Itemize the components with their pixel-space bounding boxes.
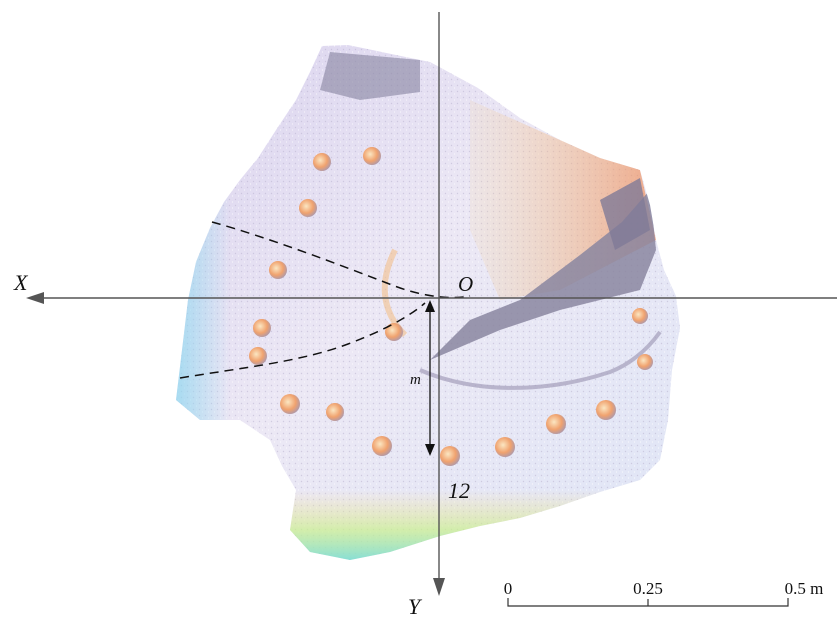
cup-mark (280, 394, 300, 414)
cup-mark (385, 323, 403, 341)
coordinate-axes (26, 12, 837, 596)
cup-mark (249, 347, 267, 365)
fracture-line-upper (211, 221, 471, 299)
measure-arrow (425, 300, 435, 456)
scale-tick-05: 0.5 m (785, 579, 824, 598)
y-axis-label: Y (408, 594, 423, 619)
cup-mark (363, 147, 381, 165)
cup-mark (299, 199, 317, 217)
cup-mark (440, 446, 460, 466)
cup-mark (495, 437, 515, 457)
measure-label: m (410, 372, 421, 388)
cup-mark (596, 400, 616, 420)
y-axis-arrowhead (433, 578, 445, 596)
cup-mark (253, 319, 271, 337)
scale-tick-025: 0.25 (633, 579, 663, 598)
cup-mark (313, 153, 331, 171)
cup-mark (326, 403, 344, 421)
scale-tick-0: 0 (504, 579, 513, 598)
x-axis-arrowhead (26, 292, 44, 304)
cup-marks (249, 147, 653, 466)
stone-relief (176, 45, 680, 560)
x-axis-label: X (13, 270, 29, 295)
origin-label: O (458, 272, 473, 296)
relief-shadow (430, 190, 656, 360)
fracture-line-lower (179, 302, 426, 379)
scale-bar: 0 0.25 0.5 m (504, 579, 824, 607)
cup-mark (637, 354, 653, 370)
cup-mark (269, 261, 287, 279)
cup-mark (632, 308, 648, 324)
stone-number: 12 (448, 478, 470, 503)
cup-mark (372, 436, 392, 456)
cup-mark (546, 414, 566, 434)
